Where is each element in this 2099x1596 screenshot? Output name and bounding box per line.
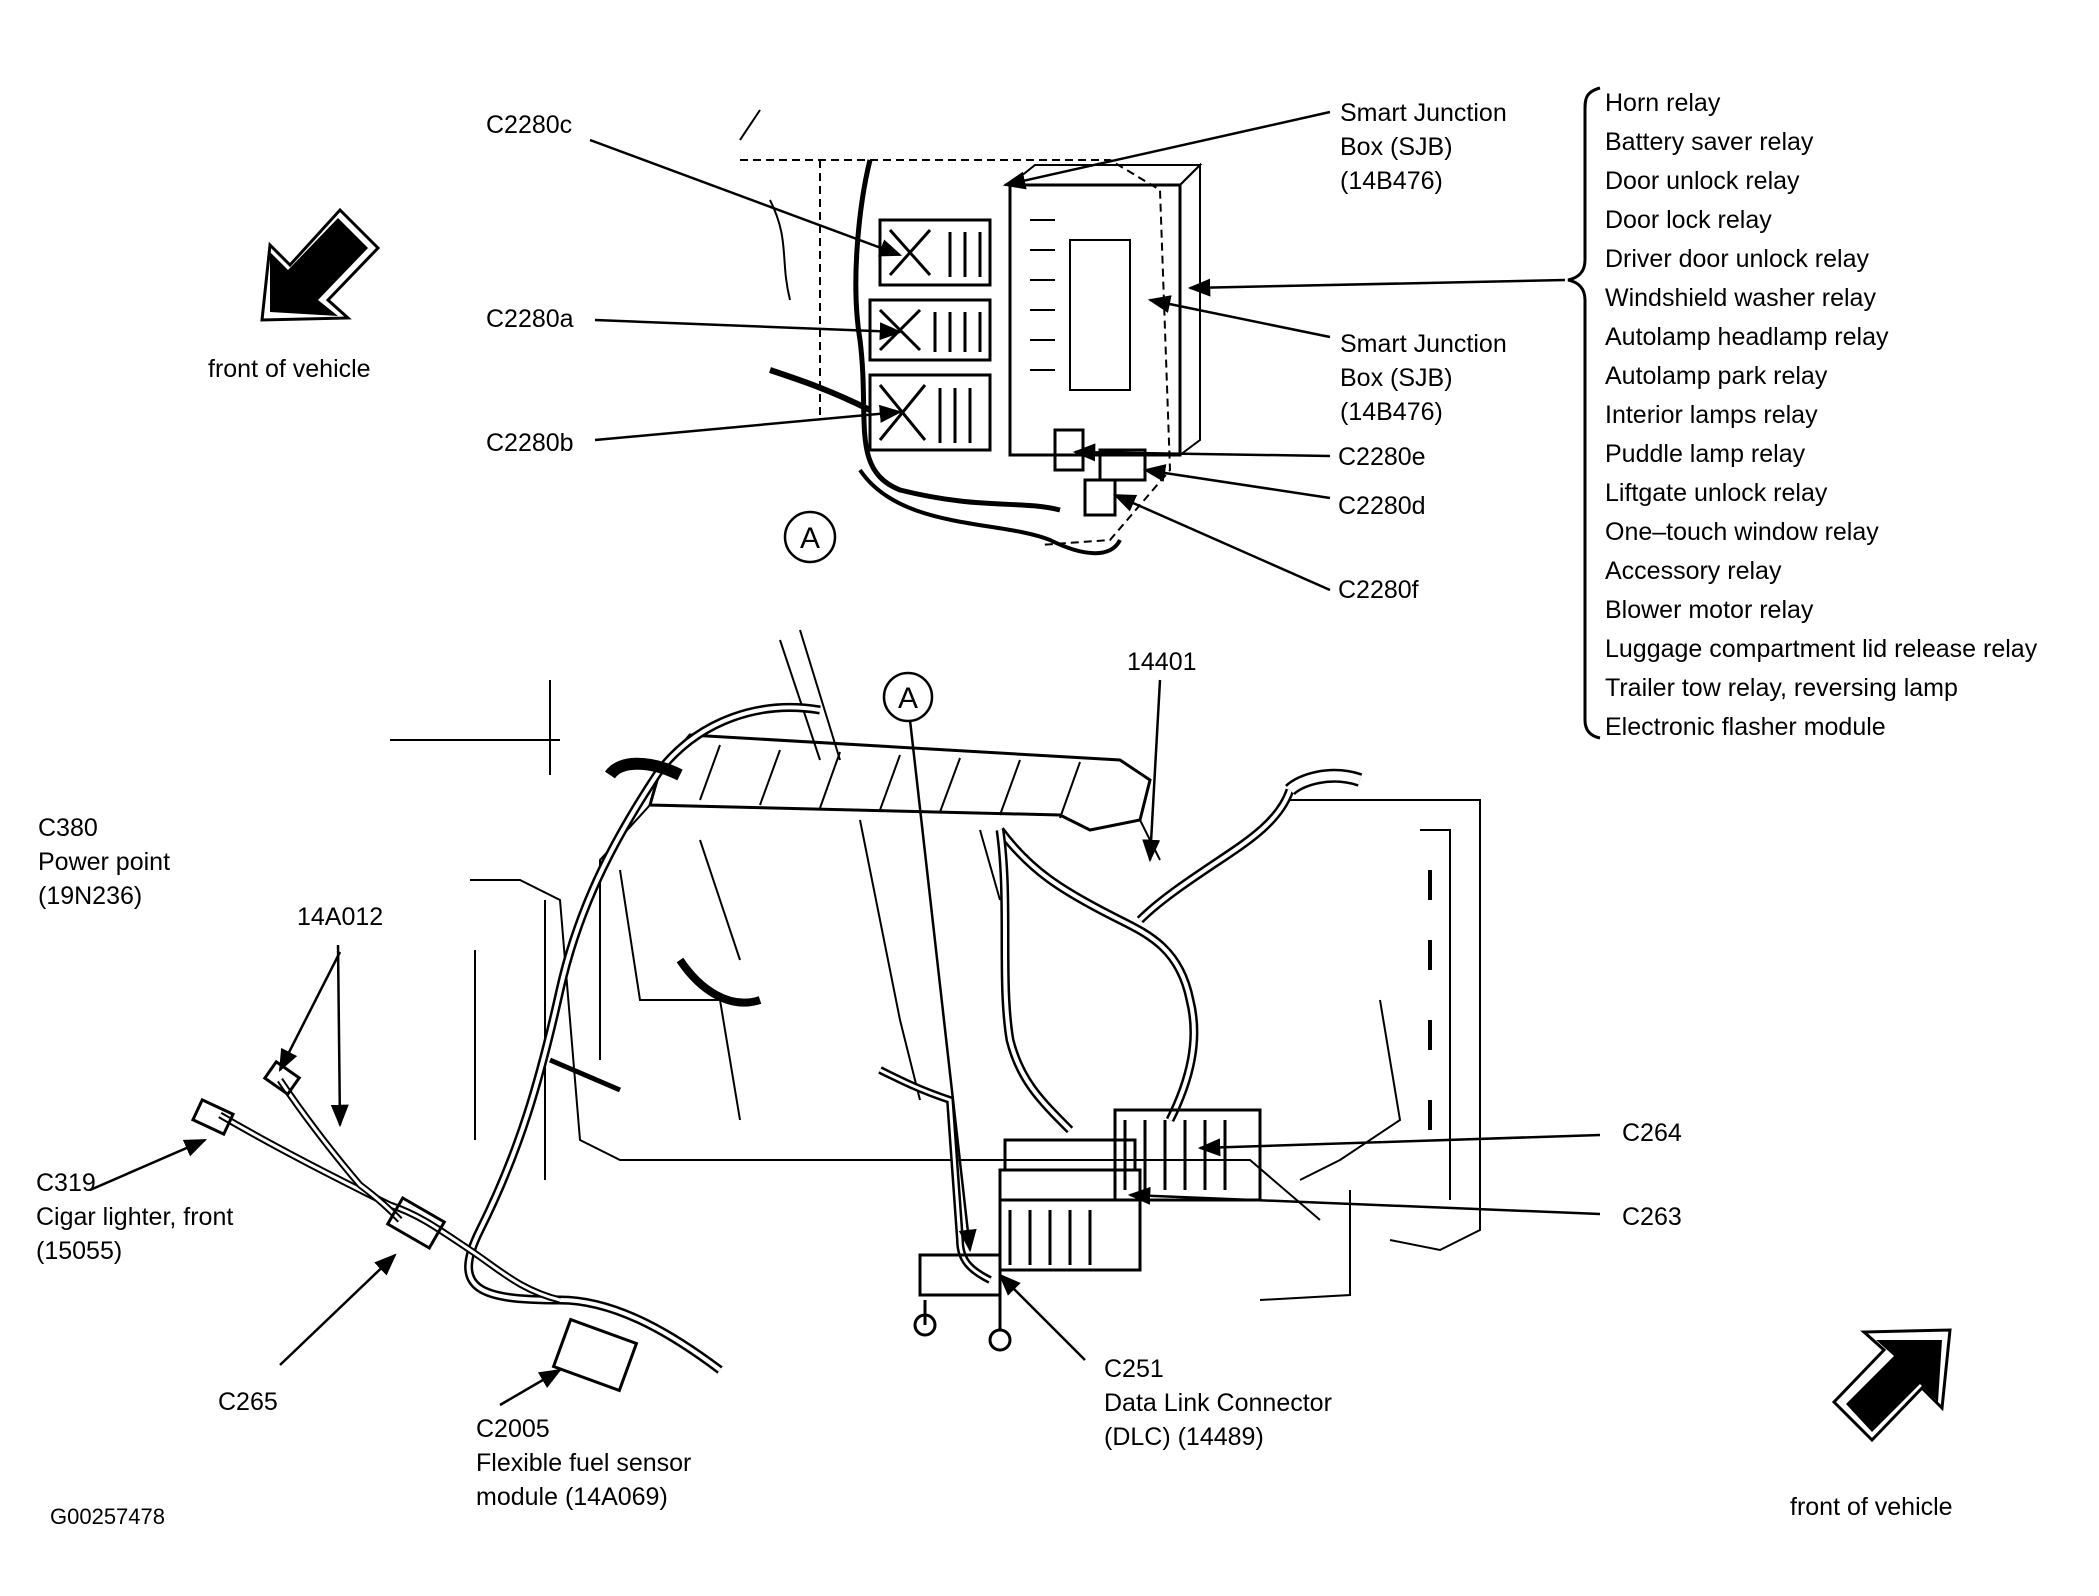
- label-c380-line1: C380: [38, 814, 98, 842]
- relay-item: Door unlock relay: [1605, 167, 1800, 195]
- connector-c2280e: [1053, 428, 1085, 472]
- front-of-vehicle-arrow-bottom-icon: [1831, 1328, 1952, 1443]
- svg-text:A: A: [800, 522, 820, 555]
- label-14a012: 14A012: [297, 903, 384, 931]
- relay-item: Horn relay: [1605, 89, 1721, 117]
- relay-item: One–touch window relay: [1605, 518, 1879, 546]
- dlc-bracket: [913, 1253, 1012, 1352]
- label-c2005: C2005 Flexible fuel sensor module (14A06…: [476, 1412, 691, 1514]
- connector-c2280b: [868, 373, 992, 452]
- label-c2280d: C2280d: [1338, 492, 1426, 520]
- connector-c265: [385, 1195, 447, 1251]
- relay-item: Autolamp park relay: [1605, 362, 1828, 390]
- connector-c263: [998, 1138, 1142, 1272]
- label-c319-line3: (15055): [36, 1237, 123, 1265]
- label-c264: C264: [1622, 1119, 1682, 1147]
- relay-item: Driver door unlock relay: [1605, 245, 1869, 273]
- connector-c264: [1113, 1108, 1262, 1202]
- callout-circle-a-bottom: A: [882, 671, 977, 1253]
- label-c265: C265: [218, 1388, 278, 1416]
- relay-bracket: [1567, 86, 1601, 740]
- relay-item: Door lock relay: [1605, 206, 1772, 234]
- label-c251-line2: Data Link Connector: [1104, 1389, 1332, 1417]
- connector-c2280a: [868, 298, 992, 362]
- label-sjb-mid-line3: (14B476): [1340, 398, 1443, 426]
- label-c380-line3: (19N236): [38, 882, 143, 910]
- label-c251: C251 Data Link Connector (DLC) (14489): [1104, 1352, 1332, 1454]
- label-c380: C380 Power point (19N236): [38, 811, 170, 913]
- label-c2280a: C2280a: [486, 305, 574, 333]
- label-c2280c: C2280c: [486, 111, 573, 139]
- relay-item: Battery saver relay: [1605, 128, 1814, 156]
- label-c263: C263: [1622, 1203, 1682, 1231]
- ip-harness-drawing: [190, 629, 1481, 1393]
- label-c2005-line3: module (14A069): [476, 1483, 668, 1511]
- label-c2280e: C2280e: [1338, 443, 1426, 471]
- relay-item: Luggage compartment lid release relay: [1605, 635, 2038, 663]
- label-c2005-line1: C2005: [476, 1415, 550, 1443]
- label-sjb-mid: Smart Junction Box (SJB) (14B476): [1340, 327, 1507, 429]
- sjb-detail-drawing: [739, 109, 1203, 556]
- front-of-vehicle-arrow-top-icon: [260, 207, 381, 322]
- label-sjb-mid-line2: Box (SJB): [1340, 364, 1453, 392]
- label-c319: C319 Cigar lighter, front (15055): [36, 1166, 233, 1268]
- detail-harness: [853, 159, 1061, 513]
- label-sjb-top-line3: (14B476): [1340, 167, 1443, 195]
- relay-item: Windshield washer relay: [1605, 284, 1876, 312]
- label-sjb-top-line2: Box (SJB): [1340, 133, 1453, 161]
- label-front-of-vehicle-top: front of vehicle: [208, 355, 371, 383]
- relay-item: Interior lamps relay: [1605, 401, 1818, 429]
- connector-c2005: [551, 1317, 639, 1393]
- label-14401: 14401: [1127, 648, 1197, 676]
- figure-id: G00257478: [50, 1504, 165, 1529]
- label-c2005-line2: Flexible fuel sensor: [476, 1449, 692, 1477]
- relay-item: Autolamp headlamp relay: [1605, 323, 1889, 351]
- label-c251-line3: (DLC) (14489): [1104, 1423, 1264, 1451]
- svg-text:A: A: [898, 682, 918, 715]
- relay-item: Blower motor relay: [1605, 596, 1814, 624]
- label-sjb-top-line1: Smart Junction: [1340, 99, 1507, 127]
- relay-item: Trailer tow relay, reversing lamp: [1605, 674, 1958, 702]
- relay-item: Accessory relay: [1605, 557, 1782, 585]
- label-front-of-vehicle-bottom: front of vehicle: [1790, 1493, 1953, 1521]
- label-c319-line1: C319: [36, 1169, 96, 1197]
- label-c2280b: C2280b: [486, 429, 574, 457]
- callout-circle-a-top: A: [783, 510, 837, 564]
- label-sjb-mid-line1: Smart Junction: [1340, 330, 1507, 358]
- label-c251-line1: C251: [1104, 1355, 1164, 1383]
- label-c2280f: C2280f: [1338, 576, 1419, 604]
- label-sjb-top: Smart Junction Box (SJB) (14B476): [1340, 96, 1507, 198]
- label-c380-line2: Power point: [38, 848, 171, 876]
- relay-item: Electronic flasher module: [1605, 713, 1886, 741]
- relay-list: Horn relay Battery saver relay Door unlo…: [1605, 84, 2037, 747]
- sjb-box: [1008, 183, 1182, 457]
- label-c319-line2: Cigar lighter, front: [36, 1203, 234, 1231]
- relay-item: Puddle lamp relay: [1605, 440, 1806, 468]
- connector-c2280f: [1083, 478, 1117, 517]
- relay-item: Liftgate unlock relay: [1605, 479, 1828, 507]
- connector-c319: [190, 1097, 236, 1137]
